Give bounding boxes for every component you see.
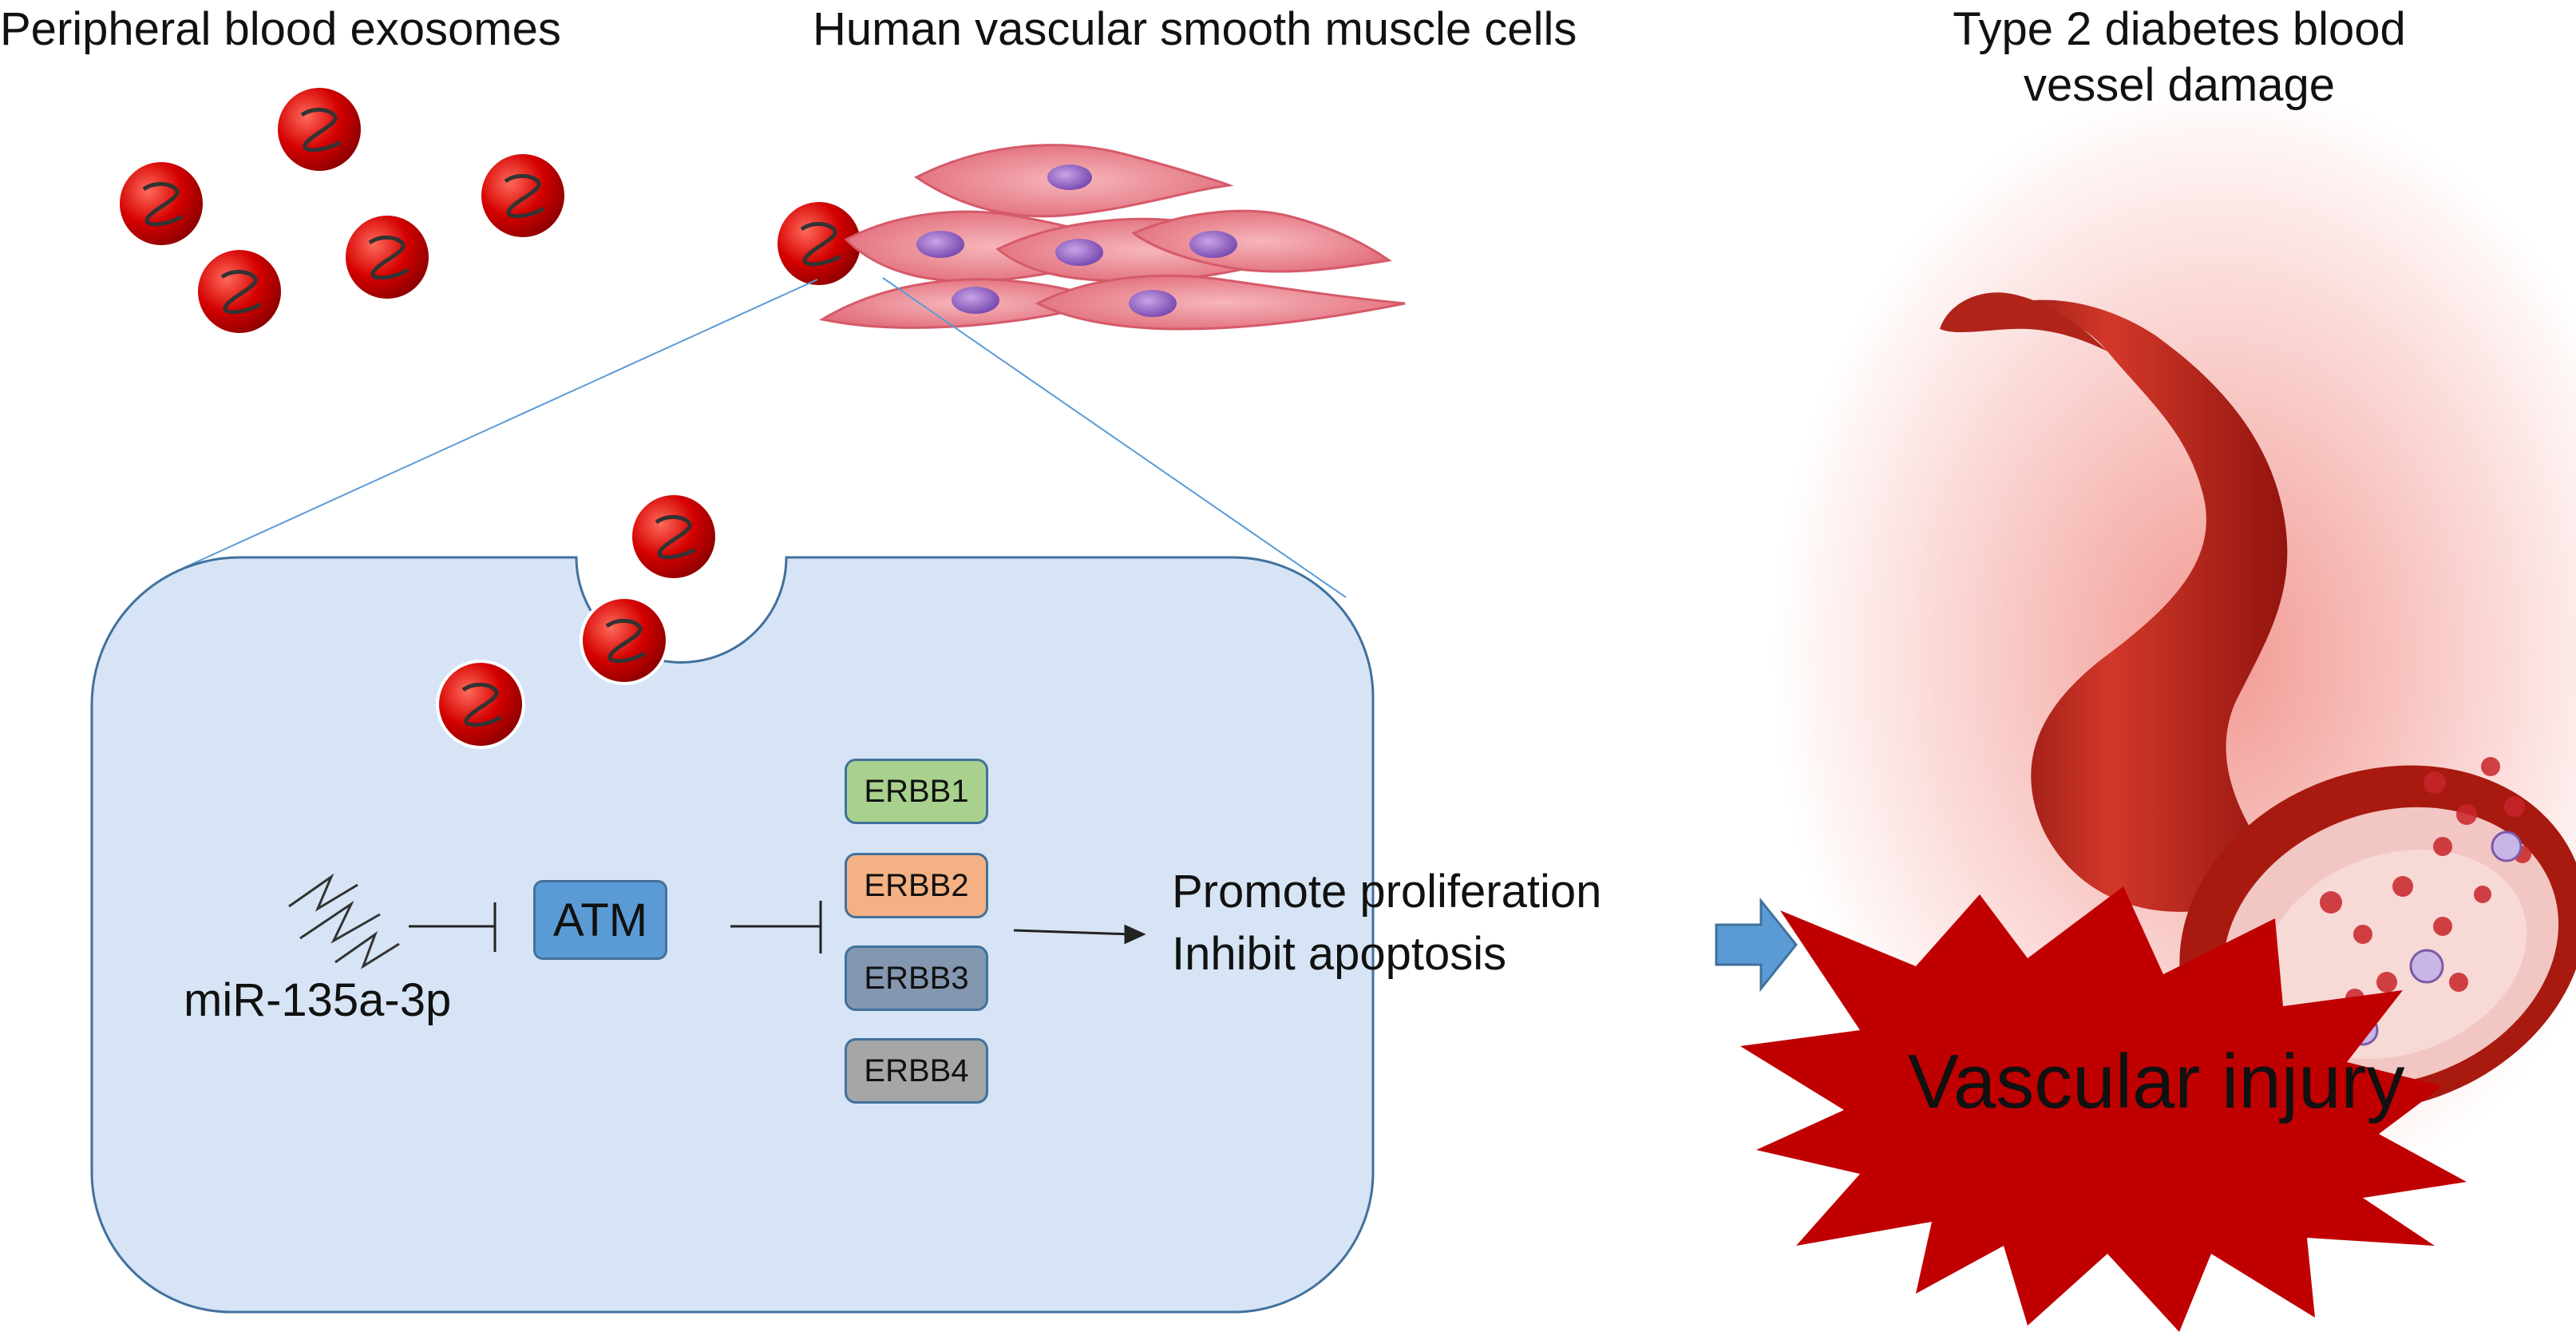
title-t2d-line2: vessel damage [2023, 58, 2336, 111]
inhibit-atm-erbb [730, 901, 822, 953]
exosome-icon [581, 597, 667, 684]
cell-membrane [90, 556, 1375, 1314]
erbb-receptor-3: ERBB3 [845, 945, 988, 1011]
zoom-line-right [882, 277, 1347, 598]
outcome-proliferation: Promote proliferation [1172, 866, 1602, 918]
exosome-icon [344, 214, 430, 300]
smooth-muscle-cells-illustration [818, 144, 1406, 331]
exosome-icon [437, 661, 524, 747]
inhibit-mirna-atm [409, 902, 497, 952]
exosome-icon [480, 153, 566, 239]
erbb-receptor-4: ERBB4 [845, 1038, 988, 1104]
exosome-icon [631, 494, 717, 580]
exosome-cluster [118, 86, 862, 335]
vascular-injury-label: Vascular injury [1908, 1039, 2405, 1124]
outcome-apoptosis: Inhibit apoptosis [1172, 928, 1507, 980]
atm-node: ATM [533, 880, 667, 960]
block-arrow-icon [1715, 897, 1798, 993]
title-exosomes: Peripheral blood exosomes [0, 3, 561, 55]
mirna-strand-icon [288, 873, 400, 969]
mirna-label: miR-135a-3p [184, 974, 452, 1026]
erbb-receptor-1: ERBB1 [845, 759, 988, 824]
title-t2d: Type 2 diabetes blood vessel damage [1860, 2, 2499, 113]
exosome-icon [196, 248, 283, 335]
exosome-icon [118, 161, 204, 247]
promote-arrow [1013, 924, 1146, 945]
erbb-receptor-2: ERBB2 [845, 853, 988, 918]
title-t2d-line1: Type 2 diabetes blood [1953, 3, 2406, 55]
zoom-line-left [181, 279, 818, 569]
explosion-burst-icon [1740, 886, 2467, 1332]
exosome-icon [276, 86, 362, 172]
title-vsmc: Human vascular smooth muscle cells [813, 3, 1577, 55]
